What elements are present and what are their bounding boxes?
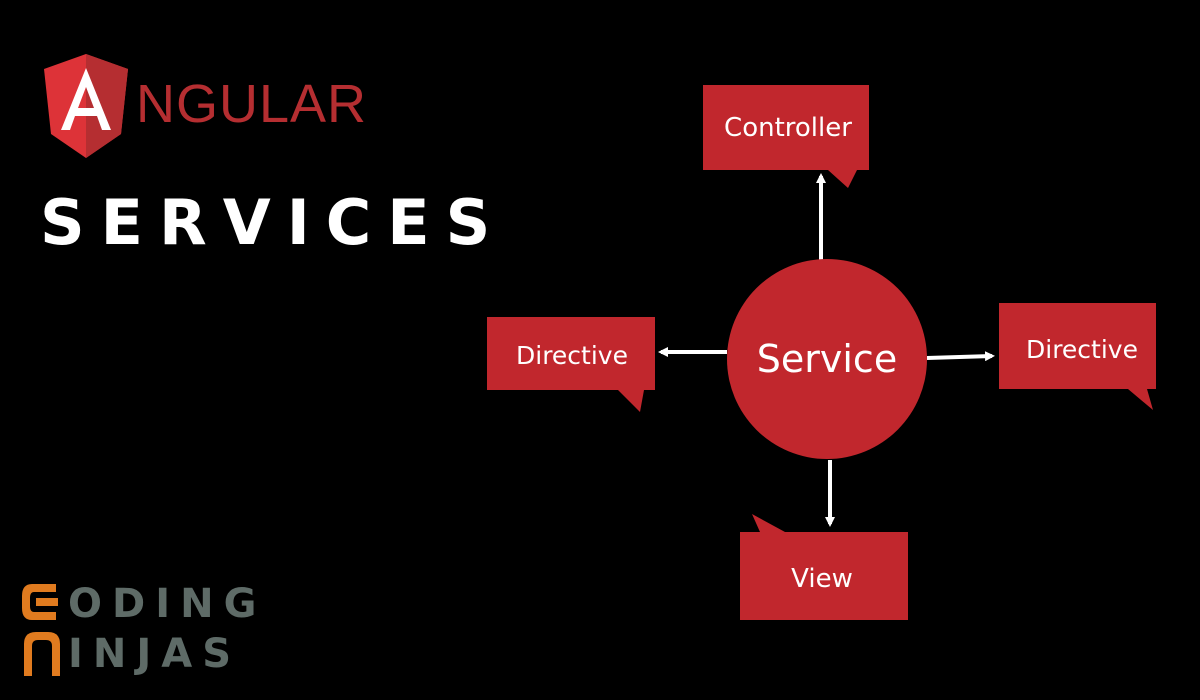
angular-wordmark: NGULAR bbox=[136, 74, 368, 134]
angular-brand: NGULAR bbox=[44, 54, 444, 164]
logo-text-ninjas: INJAS bbox=[68, 631, 242, 677]
node-directive-right: Directive bbox=[999, 303, 1156, 410]
node-view: View bbox=[740, 514, 908, 620]
node-label: Directive bbox=[516, 341, 628, 370]
page-title: SERVICES bbox=[40, 186, 507, 259]
node-label: Directive bbox=[1026, 335, 1138, 364]
logo-text-coding: ODING bbox=[68, 581, 267, 627]
node-service: Service bbox=[727, 259, 927, 459]
coding-ninjas-logo: ODING INJAS bbox=[18, 578, 288, 678]
ninja-mark-icon bbox=[22, 584, 60, 676]
edge-service-directive-right bbox=[926, 351, 995, 362]
node-directive-left: Directive bbox=[487, 317, 655, 412]
angular-shield-icon bbox=[44, 54, 128, 158]
node-label: Service bbox=[757, 337, 897, 381]
node-label: Controller bbox=[724, 113, 852, 143]
node-controller: Controller bbox=[703, 85, 869, 188]
node-label: View bbox=[791, 564, 853, 594]
